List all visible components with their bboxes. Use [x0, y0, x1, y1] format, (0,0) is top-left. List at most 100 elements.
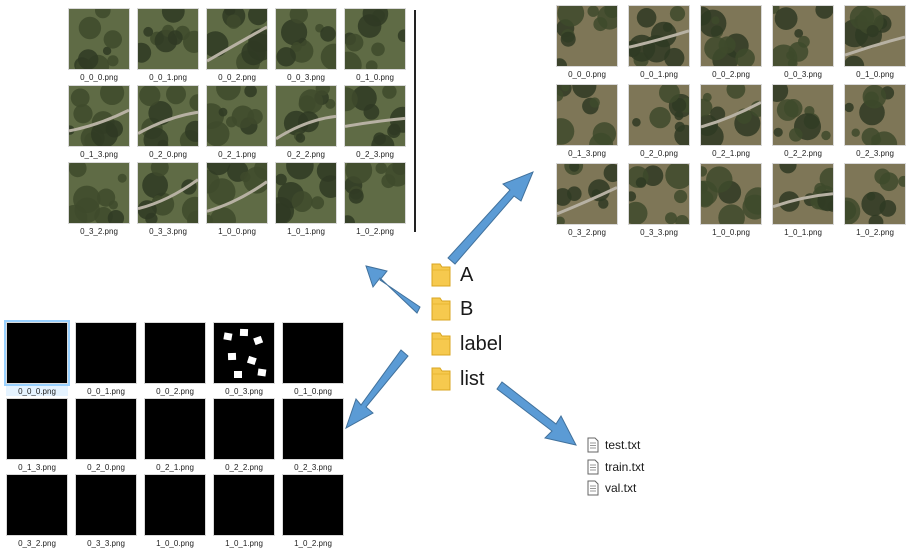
thumbnail-tile[interactable]: 0_2_1.png: [144, 398, 206, 472]
thumbnail-filename: 0_1_3.png: [18, 463, 56, 472]
thumbnail-tile[interactable]: 0_0_3.png: [275, 8, 337, 82]
thumbnail-tile[interactable]: 0_1_0.png: [282, 322, 344, 396]
thumbnail-filename: 1_0_1.png: [784, 228, 822, 237]
thumbnail-tile[interactable]: 0_0_0.png: [4, 320, 70, 396]
thumbnail-image: [556, 5, 618, 67]
thumbnail-filename: 0_3_3.png: [640, 228, 678, 237]
thumbnail-image: [4, 320, 70, 386]
thumbnail-filename: 0_1_3.png: [568, 149, 606, 158]
thumbnail-image: [75, 474, 137, 536]
file-test[interactable]: test.txt: [587, 437, 640, 453]
thumbnail-filename: 0_0_0.png: [568, 70, 606, 79]
thumbnail-tile[interactable]: 0_0_1.png: [137, 8, 199, 82]
thumbnail-tile[interactable]: 0_0_3.png: [772, 5, 834, 79]
thumbnail-tile[interactable]: 0_2_0.png: [75, 398, 137, 472]
thumbnail-filename: 0_2_2.png: [784, 149, 822, 158]
thumbnail-image: [282, 474, 344, 536]
thumbnail-image: [556, 84, 618, 146]
thumbnail-tile[interactable]: 0_2_0.png: [628, 84, 690, 158]
thumbnail-tile[interactable]: 0_3_3.png: [137, 162, 199, 236]
thumbnail-tile[interactable]: 1_0_2.png: [844, 163, 906, 237]
thumbnail-image: [137, 85, 199, 147]
thumbnail-filename: 0_3_3.png: [149, 227, 187, 236]
thumbnail-tile[interactable]: 1_0_0.png: [206, 162, 268, 236]
thumbnail-image: [700, 84, 762, 146]
thumbnail-tile[interactable]: 1_0_1.png: [275, 162, 337, 236]
thumbnail-image: [6, 474, 68, 536]
file-train[interactable]: train.txt: [587, 459, 644, 475]
thumbnail-tile[interactable]: 1_0_0.png: [144, 474, 206, 548]
folder-icon: [431, 263, 451, 287]
thumbnail-tile[interactable]: 0_0_0.png: [68, 8, 130, 82]
thumbnail-filename: 0_1_3.png: [80, 150, 118, 159]
text-file-icon: [587, 437, 599, 453]
file-val[interactable]: val.txt: [587, 480, 636, 496]
thumbnail-tile[interactable]: 0_3_3.png: [628, 163, 690, 237]
thumbnail-tile[interactable]: 0_3_2.png: [6, 474, 68, 548]
thumbnail-tile[interactable]: 0_0_1.png: [628, 5, 690, 79]
thumbnail-image: [75, 398, 137, 460]
thumbnail-tile[interactable]: 0_1_3.png: [6, 398, 68, 472]
thumbnail-filename: 0_2_2.png: [225, 463, 263, 472]
thumbnail-filename: 1_0_2.png: [856, 228, 894, 237]
thumbnail-tile[interactable]: 0_0_3.png: [213, 322, 275, 396]
thumbnail-tile[interactable]: 0_2_2.png: [275, 85, 337, 159]
thumbnail-filename: 0_3_2.png: [18, 539, 56, 548]
thumbnail-tile[interactable]: 1_0_1.png: [213, 474, 275, 548]
folder-b[interactable]: B: [430, 296, 473, 322]
thumbnail-image: [275, 162, 337, 224]
thumbnail-tile[interactable]: 1_0_0.png: [700, 163, 762, 237]
thumbnail-tile[interactable]: 0_0_2.png: [144, 322, 206, 396]
thumbnail-image: [344, 162, 406, 224]
thumbnail-filename: 0_0_1.png: [87, 387, 125, 396]
thumbnail-tile[interactable]: 0_2_3.png: [844, 84, 906, 158]
thumbnail-tile[interactable]: 0_2_2.png: [772, 84, 834, 158]
thumbnail-tile[interactable]: 0_0_0.png: [556, 5, 618, 79]
thumbnail-tile[interactable]: 1_0_2.png: [282, 474, 344, 548]
thumbnail-tile[interactable]: 0_3_2.png: [556, 163, 618, 237]
thumbnail-tile[interactable]: 0_0_2.png: [700, 5, 762, 79]
folder-label[interactable]: label: [430, 331, 502, 357]
thumbnail-tile[interactable]: 0_0_1.png: [75, 322, 137, 396]
thumbnail-tile[interactable]: 0_3_2.png: [68, 162, 130, 236]
thumbnail-tile[interactable]: 0_2_1.png: [206, 85, 268, 159]
thumbnail-tile[interactable]: 0_2_2.png: [213, 398, 275, 472]
thumbnail-tile[interactable]: 0_2_0.png: [137, 85, 199, 159]
thumbnail-image: [700, 5, 762, 67]
thumbnail-image: [206, 8, 268, 70]
thumbnail-tile[interactable]: 0_2_3.png: [282, 398, 344, 472]
thumbnail-tile[interactable]: 0_1_3.png: [556, 84, 618, 158]
thumbnail-filename: 0_0_2.png: [218, 73, 256, 82]
thumbnail-tile[interactable]: 0_1_0.png: [344, 8, 406, 82]
thumbnail-filename: 1_0_0.png: [218, 227, 256, 236]
thumbnail-tile[interactable]: 0_2_3.png: [344, 85, 406, 159]
thumbnail-filename: 1_0_2.png: [294, 539, 332, 548]
thumbnail-tile[interactable]: 0_1_0.png: [844, 5, 906, 79]
thumbnail-filename: 0_1_0.png: [294, 387, 332, 396]
arrow-to-label-icon: [345, 349, 409, 430]
thumbnail-tile[interactable]: 0_2_1.png: [700, 84, 762, 158]
thumbnail-tile[interactable]: 0_1_3.png: [68, 85, 130, 159]
thumbnail-tile[interactable]: 1_0_2.png: [344, 162, 406, 236]
thumbnail-filename: 0_0_0.png: [18, 387, 56, 396]
thumbnail-image: [772, 5, 834, 67]
thumbnail-filename: 0_2_2.png: [287, 150, 325, 159]
thumbnail-image: [844, 5, 906, 67]
thumbnail-filename: 0_0_0.png: [80, 73, 118, 82]
folder-list[interactable]: list: [430, 366, 484, 392]
thumbnail-image: [75, 322, 137, 384]
thumbnail-image: [844, 163, 906, 225]
thumbnail-image: [772, 163, 834, 225]
thumbnail-filename: 0_3_2.png: [80, 227, 118, 236]
folder-a[interactable]: A: [430, 262, 473, 288]
thumbnail-image: [144, 398, 206, 460]
thumbnail-tile[interactable]: 1_0_1.png: [772, 163, 834, 237]
thumbnail-tile[interactable]: 0_0_2.png: [206, 8, 268, 82]
thumbnail-tile[interactable]: 0_3_3.png: [75, 474, 137, 548]
thumbnail-image: [275, 85, 337, 147]
thumbnail-filename: 0_1_0.png: [856, 70, 894, 79]
thumbnail-filename: 1_0_2.png: [356, 227, 394, 236]
thumbnail-image: [213, 322, 275, 384]
folder-a-label: A: [460, 263, 474, 286]
